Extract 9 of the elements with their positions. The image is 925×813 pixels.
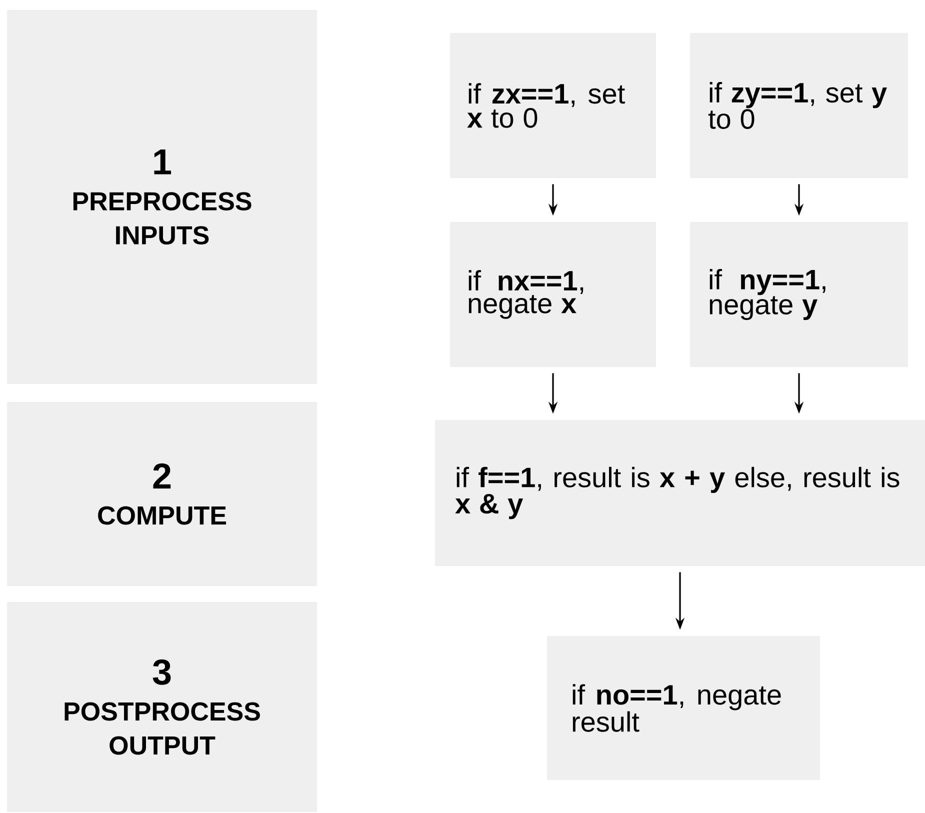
- step-box: if f==1, result is x + y else, result is x & y: [435, 420, 925, 566]
- step-box: if nx==1, negate x: [450, 222, 656, 367]
- stage-box: 1 PREPROCESS INPUTS: [7, 10, 317, 384]
- step-box: if no==1, negate result: [547, 636, 820, 780]
- stage-box: 2 COMPUTE: [7, 402, 317, 586]
- step-box: if zx==1, set x to 0: [450, 33, 656, 178]
- step-box: if zy==1, set y to 0: [690, 33, 908, 178]
- step-box: if ny==1, negate y: [690, 222, 908, 367]
- stage-box: 3 POSTPROCESS OUTPUT: [7, 602, 317, 812]
